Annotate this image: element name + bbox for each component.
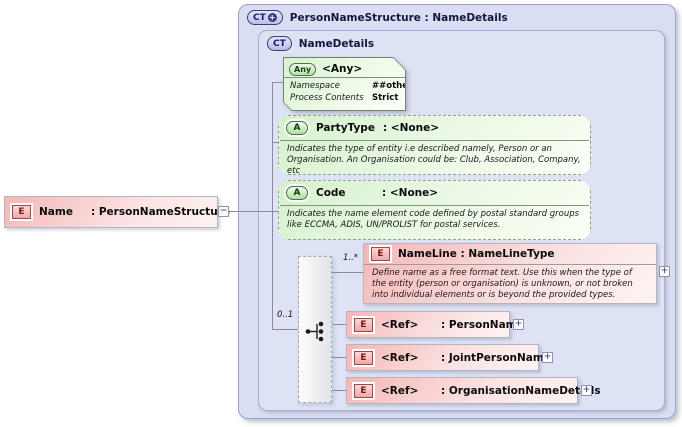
element-icon: E — [371, 247, 390, 261]
ref-target: : JointPersonName — [441, 351, 551, 364]
expand-handle-personname[interactable]: + — [513, 319, 524, 330]
connector-partytype — [272, 142, 279, 143]
ct-plus-badge[interactable]: CT+ — [247, 10, 283, 25]
connector-trunk — [272, 82, 273, 330]
connector-nameline — [331, 272, 363, 273]
divider — [280, 140, 589, 141]
wildcard-box-any[interactable]: Any <Any> Namespace ##other Process Cont… — [283, 57, 406, 111]
expand-handle-organisationnamedetails[interactable]: + — [581, 385, 592, 396]
cardinality-choice: 0..1 — [277, 310, 294, 320]
expand-handle-nameline[interactable]: + — [659, 266, 670, 277]
connector-personname — [331, 324, 346, 325]
choice-compositor-bar[interactable] — [298, 256, 332, 403]
nameline-annotation: Define name as a free format text. Use t… — [372, 268, 633, 300]
complextype-header: CT+ PersonNameStructure : NameDetails — [247, 10, 508, 25]
divider — [364, 264, 656, 265]
element-name: Name — [39, 206, 73, 218]
namedetails-header: CT NameDetails — [267, 36, 374, 51]
any-icon: Any — [289, 63, 316, 76]
cardinality-nameline: 1..* — [343, 253, 359, 263]
element-type: : PersonNameStructure — [91, 206, 230, 218]
ct-badge-label: CT — [253, 12, 266, 23]
collapse-handle[interactable]: − — [218, 206, 229, 217]
ct-badge[interactable]: CT — [267, 36, 292, 51]
plus-circle-icon: + — [267, 13, 277, 22]
namedetails-title: NameDetails — [298, 37, 375, 50]
attribute-icon: A — [286, 186, 308, 200]
any-row-label: Namespace — [290, 81, 341, 91]
connector-any — [272, 82, 283, 83]
element-box-jointpersonname-ref[interactable]: E <Ref> : JointPersonName — [346, 344, 551, 371]
ref-label: <Ref> — [381, 384, 419, 397]
ref-target: : PersonName — [441, 318, 524, 331]
expand-handle-jointpersonname[interactable]: + — [542, 352, 553, 363]
element-icon: E — [354, 383, 373, 398]
attribute-name: Code — [316, 187, 346, 199]
any-row-value: Strict — [372, 92, 399, 103]
element-box-personname-ref[interactable]: E <Ref> : PersonName — [346, 311, 524, 338]
divider — [284, 77, 405, 78]
choice-compositor-icon — [305, 321, 324, 342]
attribute-annotation: Indicates the type of entity i.e describ… — [287, 144, 581, 176]
divider — [280, 205, 589, 206]
ct-badge-label: CT — [273, 38, 286, 49]
attribute-box-code[interactable]: A Code : <None> Indicates the name eleme… — [278, 180, 591, 240]
attribute-box-partytype[interactable]: A PartyType : <None> Indicates the type … — [278, 115, 591, 175]
any-row-value: ##other — [372, 81, 413, 91]
connector-entry — [229, 211, 279, 212]
element-icon: E — [12, 205, 31, 219]
any-row-label: Process Contents — [290, 92, 364, 103]
element-box-name[interactable]: E Name : PersonNameStructure — [4, 196, 230, 228]
element-icon: E — [354, 350, 373, 365]
connector-jointpersonname — [331, 357, 346, 358]
nameline-title: NameLine : NameLineType — [398, 248, 555, 260]
any-title: <Any> — [322, 63, 363, 75]
connector-choice — [272, 329, 298, 330]
ref-label: <Ref> — [381, 318, 419, 331]
element-box-nameline[interactable]: E NameLine : NameLineType Define name as… — [363, 243, 657, 304]
ref-target: : OrganisationNameDetails — [441, 384, 601, 397]
complextype-title: PersonNameStructure : NameDetails — [289, 11, 508, 24]
attribute-type: : <None> — [382, 187, 439, 199]
attribute-annotation: Indicates the name element code defined … — [287, 209, 580, 230]
attribute-name: PartyType — [316, 122, 375, 134]
wildcard-body: Any <Any> Namespace ##other Process Cont… — [284, 58, 405, 110]
connector-organisationnamedetails — [331, 390, 346, 391]
ref-label: <Ref> — [381, 351, 419, 364]
attribute-type: : <None> — [382, 122, 440, 134]
element-icon: E — [354, 317, 373, 332]
attribute-icon: A — [286, 121, 308, 135]
element-box-organisationnamedetails-ref[interactable]: E <Ref> : OrganisationNameDetails — [346, 377, 601, 404]
